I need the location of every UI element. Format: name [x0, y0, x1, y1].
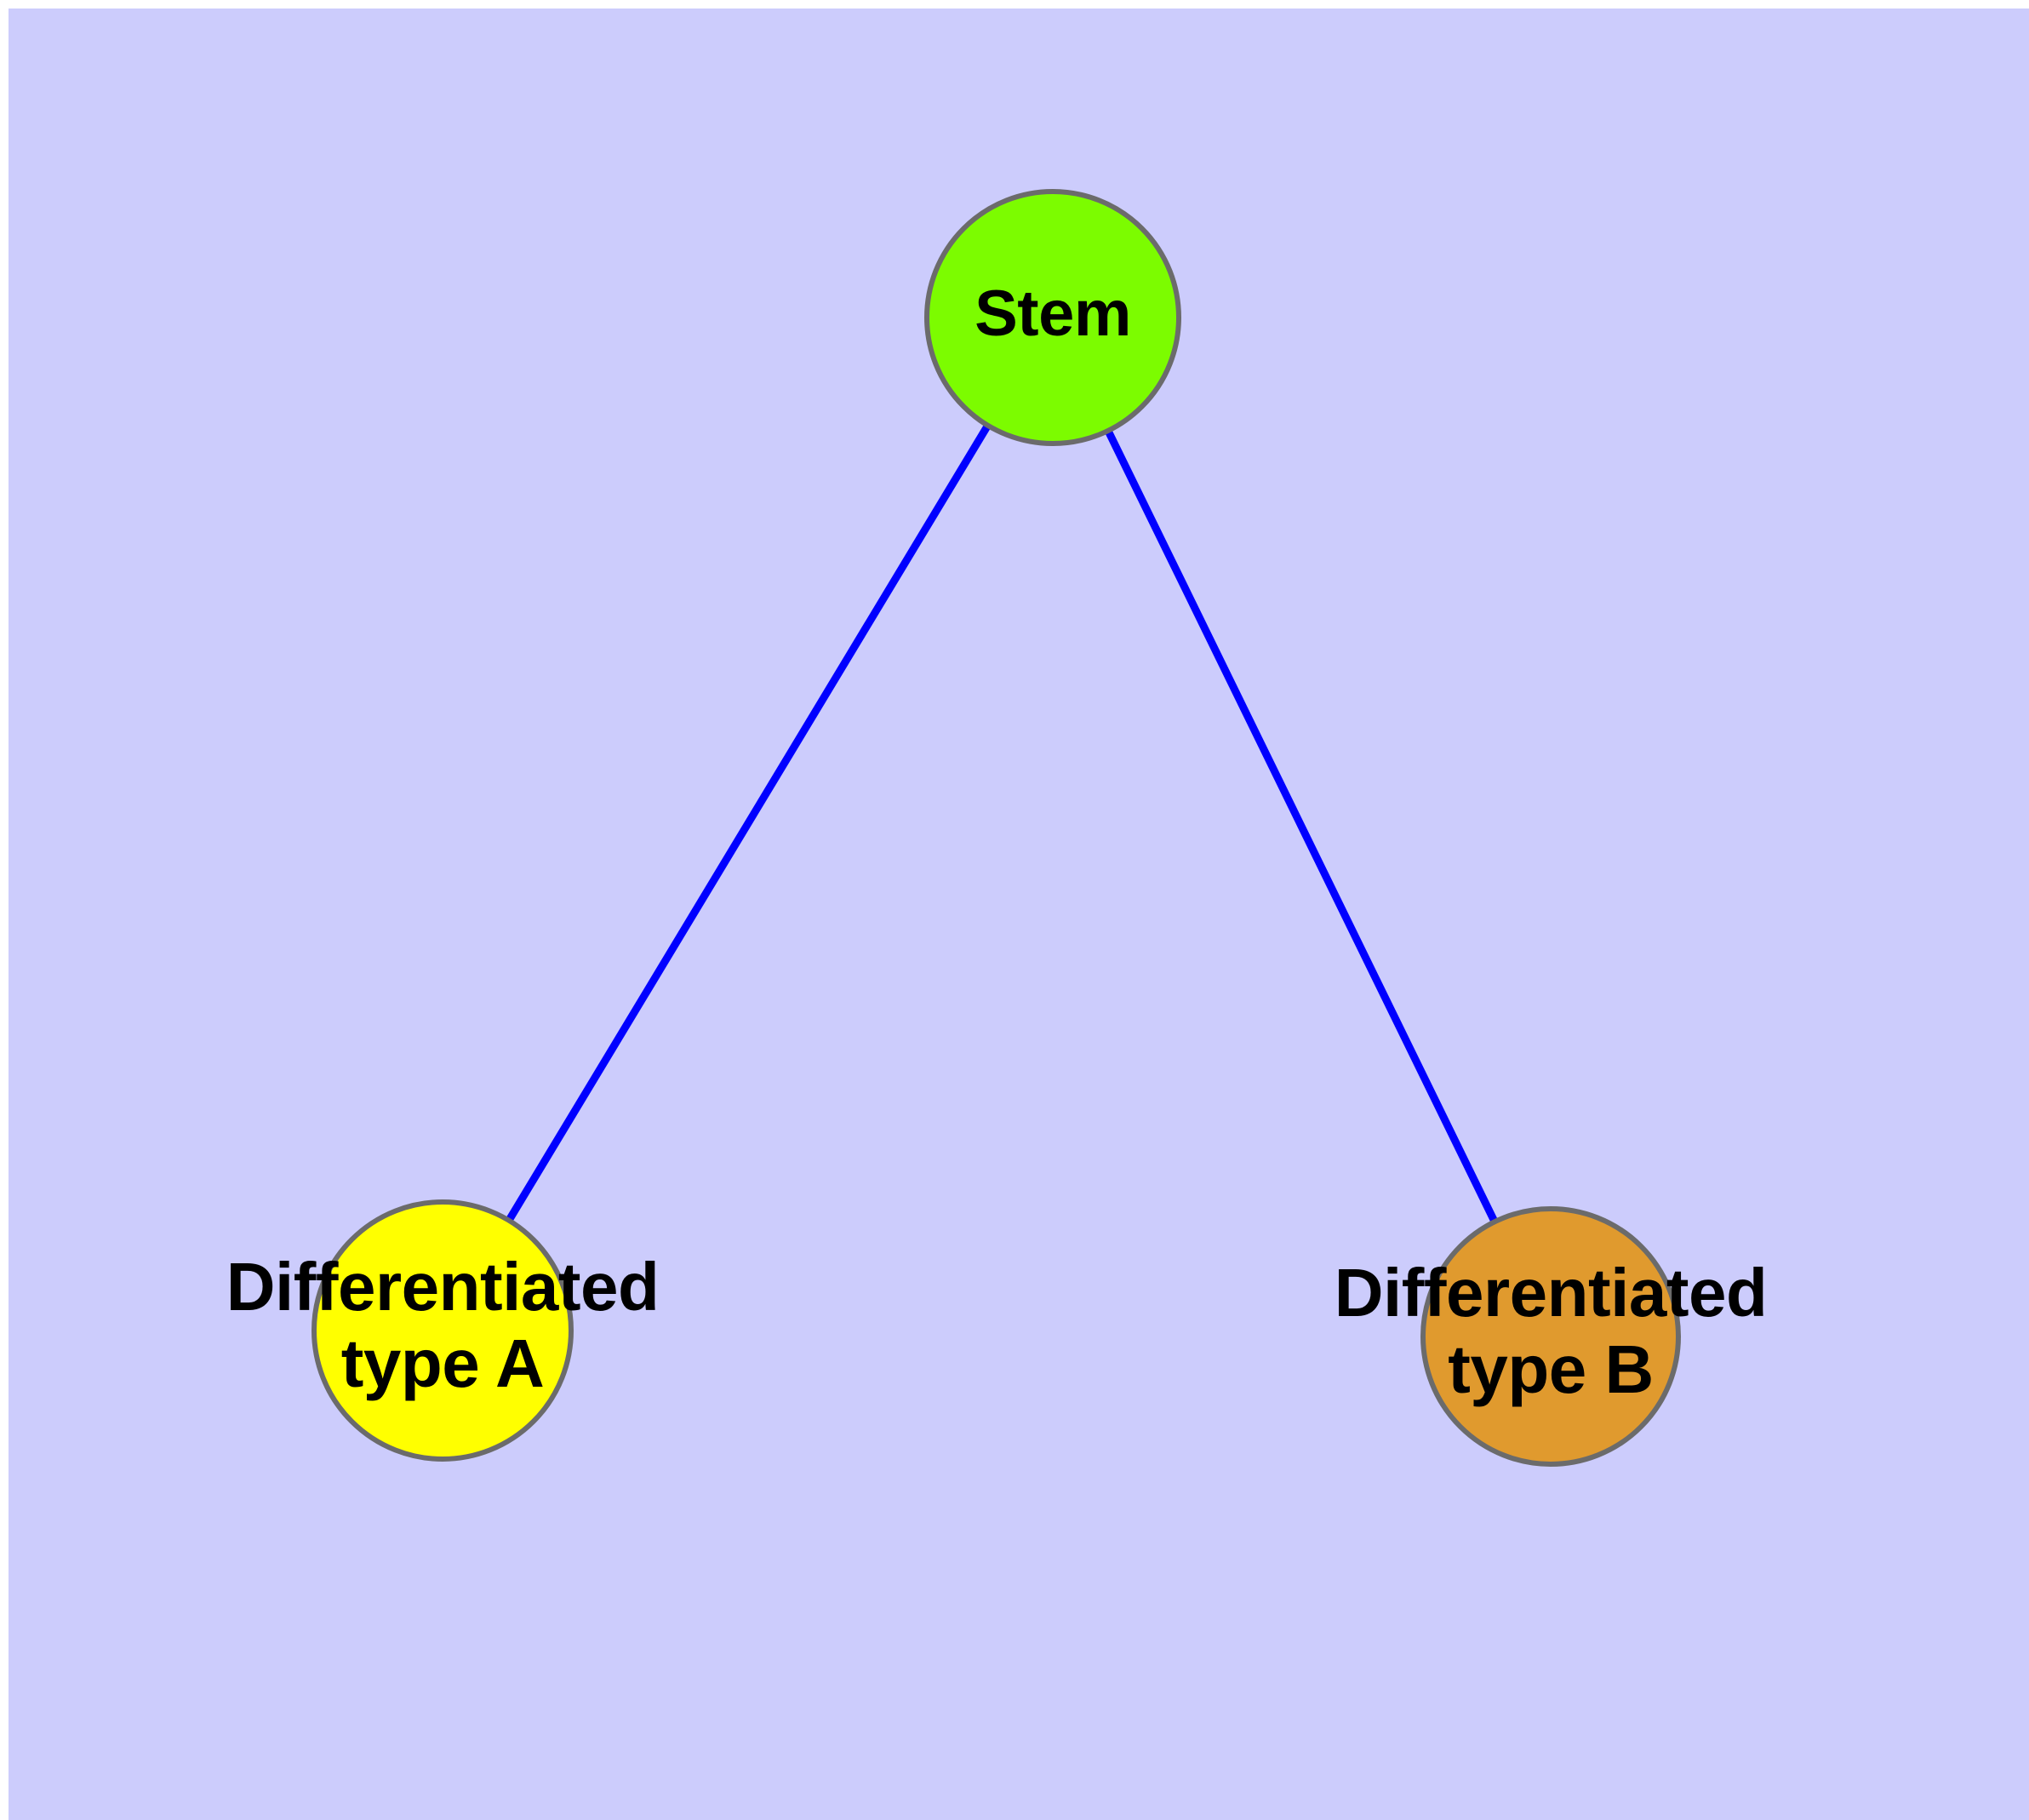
node-differentiated-type-b[interactable] [1420, 1206, 1681, 1467]
edge-stem-to-differentiated-type-b[interactable] [1104, 427, 1500, 1226]
node-layer [311, 189, 1681, 1467]
edge-layer [505, 421, 1500, 1226]
node-differentiated-type-a[interactable] [311, 1199, 574, 1462]
edge-stem-to-differentiated-type-a[interactable] [505, 421, 992, 1224]
node-stem[interactable] [924, 189, 1181, 446]
